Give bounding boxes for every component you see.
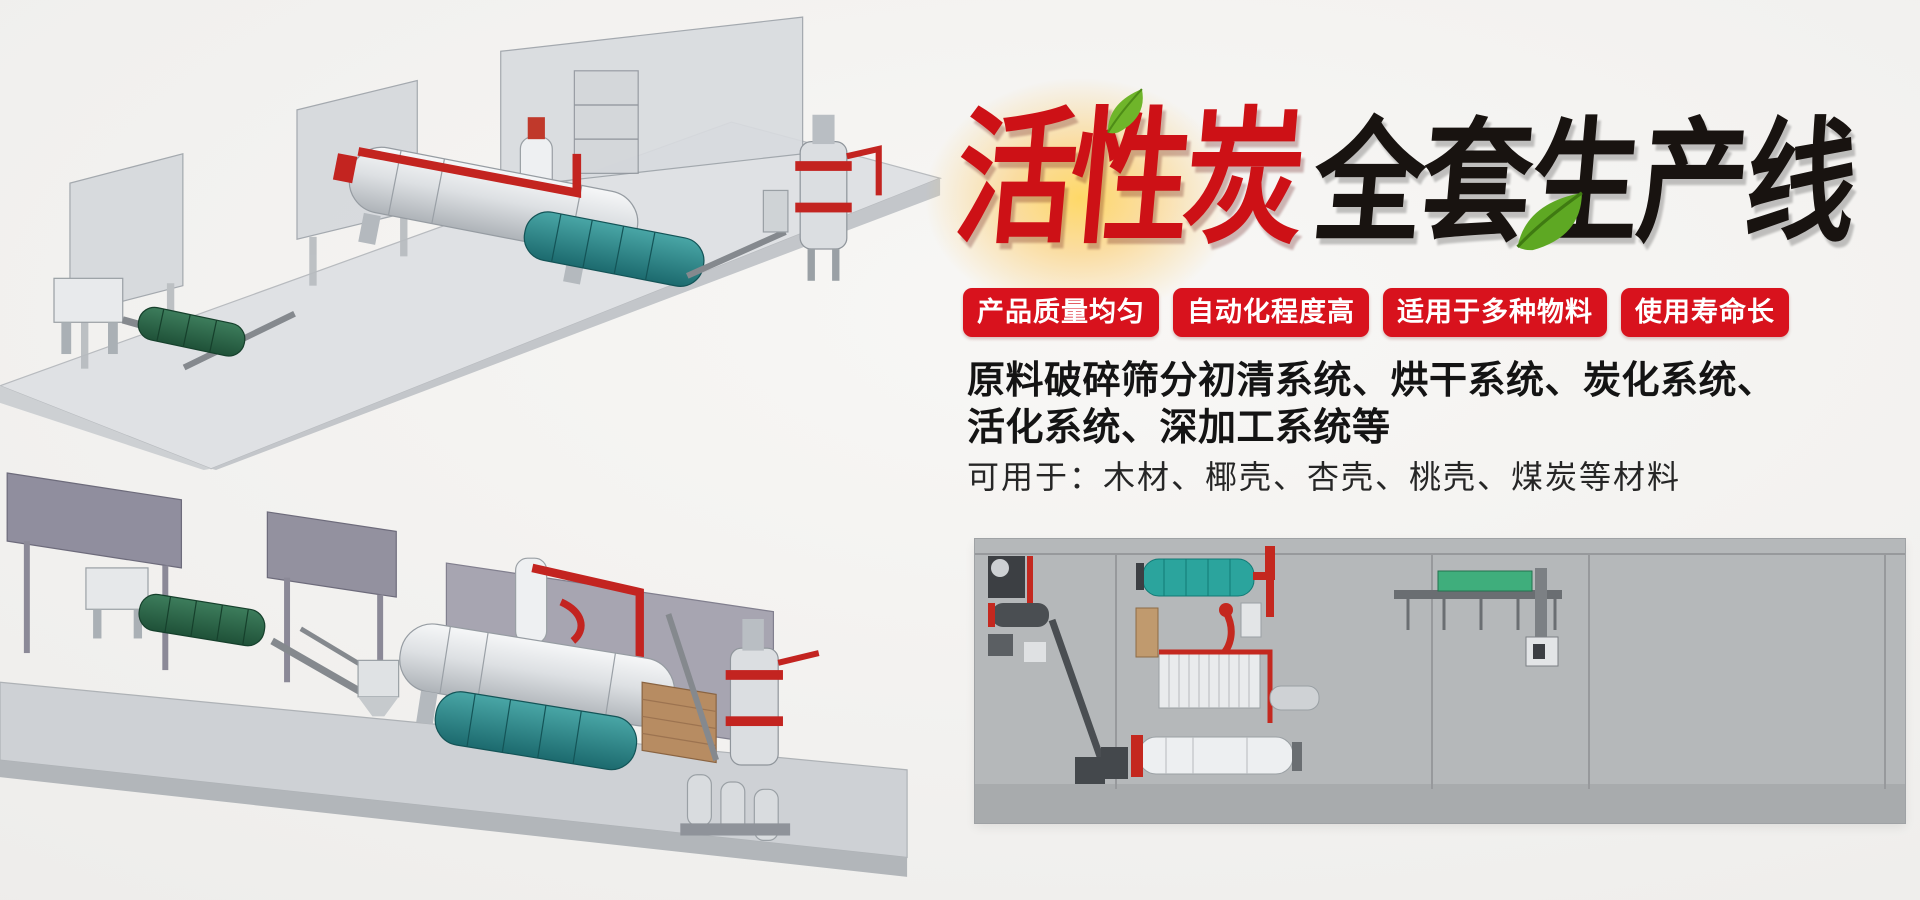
production-line-render-top bbox=[0, 0, 945, 470]
feeder-hopper bbox=[53, 277, 124, 355]
feature-badge: 适用于多种物料 bbox=[1383, 288, 1607, 337]
feature-badge: 产品质量均匀 bbox=[963, 288, 1159, 337]
platform bbox=[0, 121, 943, 470]
carbonization-furnace bbox=[725, 619, 820, 766]
feed-hopper bbox=[85, 567, 149, 639]
small-cylinder bbox=[1269, 685, 1320, 711]
red-piping bbox=[357, 147, 582, 199]
systems-description: 原料破碎筛分初清系统、烘干系统、炭化系统、 活化系统、深加工系统等 bbox=[967, 358, 1776, 452]
production-line-render-bottom bbox=[0, 456, 925, 900]
white-hopper bbox=[1240, 602, 1262, 638]
red-piping bbox=[531, 563, 644, 663]
support-tower bbox=[573, 70, 639, 174]
title-glow bbox=[925, 78, 1235, 318]
production-line-3d-illustration-top bbox=[0, 16, 943, 470]
leaf-icon bbox=[1516, 191, 1583, 251]
production-line-3d-illustration-bottom bbox=[0, 472, 908, 877]
screening-drum bbox=[138, 593, 266, 647]
brick-structure bbox=[1135, 607, 1159, 658]
cooling-drum bbox=[1136, 558, 1255, 597]
bucket-elevator bbox=[665, 613, 719, 762]
systems-description-line1: 原料破碎筛分初清系统、烘干系统、炭化系统、 bbox=[967, 360, 1776, 402]
plant-layout-illustration bbox=[975, 539, 1905, 823]
feature-badges: 产品质量均匀 自动化程度高 适用于多种物料 使用寿命长 bbox=[963, 288, 1789, 337]
carbonization-furnace bbox=[762, 114, 882, 281]
leaf-icon bbox=[1107, 88, 1143, 134]
packing-line bbox=[1394, 568, 1562, 667]
feature-badge: 使用寿命长 bbox=[1621, 288, 1789, 337]
page-title: 活性炭全套生产线 bbox=[949, 97, 1861, 260]
buffer-hopper bbox=[357, 659, 400, 717]
inclined-conveyor bbox=[1048, 618, 1106, 764]
carbonization-drum bbox=[1131, 735, 1302, 777]
discharge-conveyor bbox=[686, 229, 787, 279]
storage-tanks bbox=[680, 774, 791, 842]
plant-layout-panorama bbox=[974, 538, 1906, 824]
crusher-cluster bbox=[988, 556, 1049, 662]
activation-drum bbox=[434, 691, 638, 771]
panorama-floor bbox=[975, 784, 1905, 823]
discharge-box bbox=[1075, 757, 1105, 784]
feature-badge: 自动化程度高 bbox=[1173, 288, 1369, 337]
screening-drum bbox=[137, 306, 246, 357]
materials-line: 可用于：木材、椰壳、杏壳、桃壳、煤炭等材料 bbox=[967, 459, 1682, 495]
systems-description-line2: 活化系统、深加工系统等 bbox=[967, 407, 1391, 450]
control-box bbox=[1101, 747, 1128, 779]
